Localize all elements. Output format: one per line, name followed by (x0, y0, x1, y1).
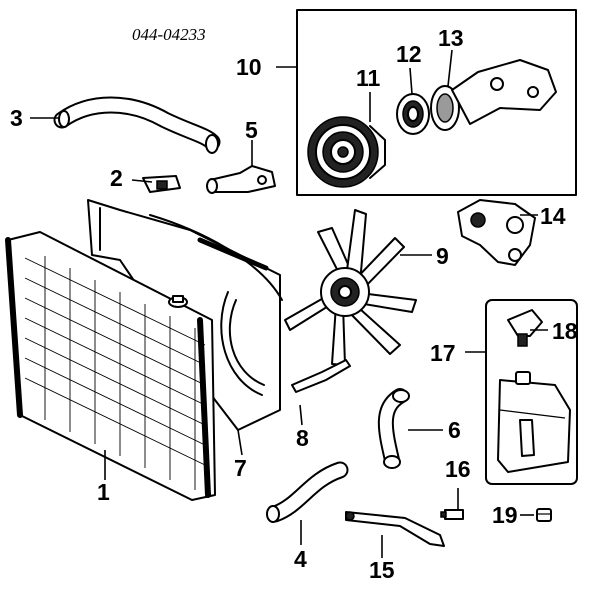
callout-13: 13 (438, 25, 464, 51)
lower-radiator-hose[interactable] (266, 461, 349, 523)
callouts: 3 2 5 10 11 12 13 14 9 17 18 6 8 7 1 16 … (10, 25, 578, 583)
callout-7: 7 (234, 455, 247, 481)
radiator-cap[interactable] (142, 175, 181, 193)
callout-8: 8 (296, 425, 309, 451)
cooling-fan[interactable] (284, 209, 417, 366)
callout-1: 1 (97, 479, 110, 505)
water-pump[interactable] (457, 199, 536, 266)
leader-lines (30, 49, 548, 558)
callout-19: 19 (492, 502, 518, 528)
callout-14: 14 (540, 203, 566, 229)
reservoir-cap[interactable] (507, 309, 543, 347)
upper-radiator-hose[interactable] (53, 96, 221, 154)
fan-pulley[interactable] (396, 93, 430, 135)
hose-bracket[interactable] (345, 511, 445, 547)
fan-clutch[interactable] (307, 116, 386, 188)
inlet-hose[interactable] (377, 388, 410, 469)
callout-4: 4 (294, 546, 307, 572)
drain-plug[interactable] (536, 508, 552, 522)
callout-11: 11 (356, 65, 381, 91)
reservoir-tank[interactable] (497, 371, 571, 473)
group-box-fan-clutch (296, 9, 577, 196)
callout-6: 6 (448, 417, 461, 443)
callout-18: 18 (552, 318, 578, 344)
callout-10: 10 (236, 54, 262, 80)
drain-cock[interactable] (440, 509, 464, 520)
callout-12: 12 (396, 41, 422, 67)
shroud-bracket[interactable] (291, 359, 351, 393)
callout-3: 3 (10, 105, 23, 131)
callout-16: 16 (445, 456, 471, 482)
callout-5: 5 (245, 117, 258, 143)
callout-9: 9 (436, 243, 449, 269)
water-outlet[interactable] (206, 165, 276, 194)
fan-bracket[interactable] (430, 59, 557, 131)
catalog-code: 044-04233 (132, 25, 206, 44)
group-box-reservoir (485, 299, 578, 485)
callout-17: 17 (430, 340, 456, 366)
callout-2: 2 (110, 165, 123, 191)
callout-15: 15 (369, 557, 395, 583)
radiator[interactable] (5, 231, 216, 501)
